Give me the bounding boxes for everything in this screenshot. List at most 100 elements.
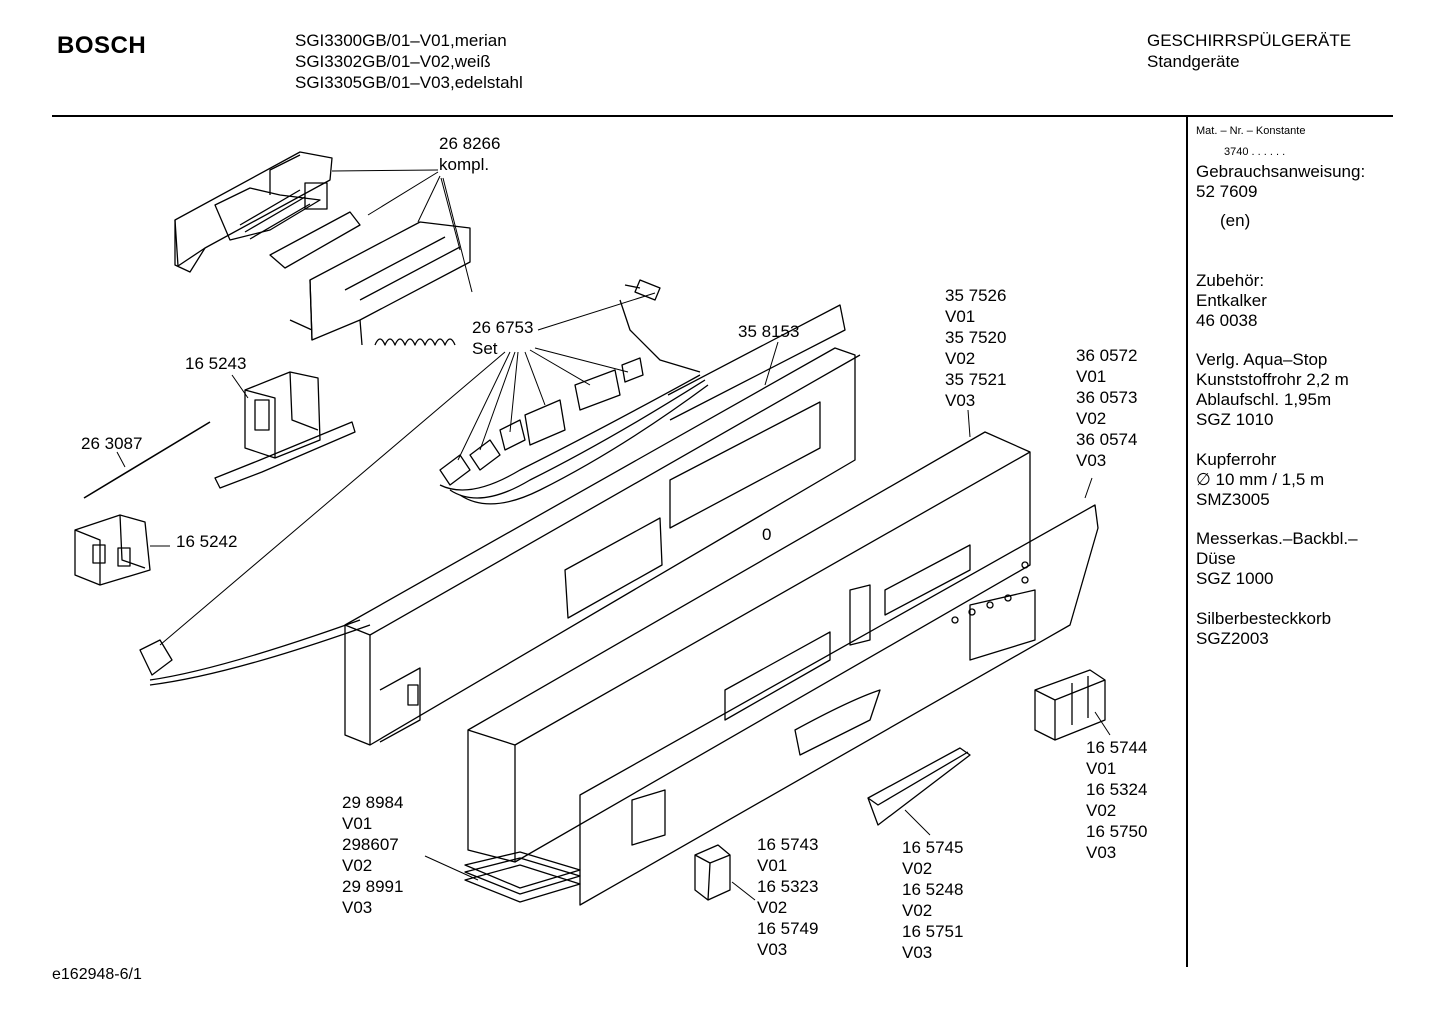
fascia-panel-drawing <box>468 432 1030 862</box>
part-label-266753: 26 6753 Set <box>472 317 533 359</box>
part-label-165242: 16 5242 <box>176 532 238 551</box>
part-line: 36 0572 <box>1076 346 1138 365</box>
part-label-zero: 0 <box>762 525 772 544</box>
front-panel-drawing <box>580 505 1098 905</box>
brand-logo: BOSCH <box>57 32 147 59</box>
part-line: V02 <box>945 349 976 368</box>
frame-drawing <box>345 305 860 745</box>
part-line: V02 <box>1086 801 1117 820</box>
part-number: 26 8266 <box>439 134 501 153</box>
drawing-code: e162948-6/1 <box>52 966 142 983</box>
part-note: kompl. <box>439 155 490 174</box>
accessory-line: SMZ3005 <box>1196 490 1270 509</box>
category-block: GESCHIRRSPÜLGERÄTE Standgeräte <box>1147 30 1351 72</box>
part-line: 35 7520 <box>945 328 1007 347</box>
accessory-group: Verlg. Aqua–Stop Kunststoffrohr 2,2 m Ab… <box>1196 350 1349 430</box>
part-line: 16 5743 <box>757 835 819 854</box>
accessory-line: ∅ 10 mm / 1,5 m <box>1196 470 1325 489</box>
part-line: 36 0573 <box>1076 388 1138 407</box>
part-line: V03 <box>342 898 373 917</box>
part-label-268266: 26 8266 kompl. <box>439 133 500 175</box>
part-line: V03 <box>1076 451 1107 470</box>
part-line: 35 7521 <box>945 370 1007 389</box>
accessory-line: SGZ 1010 <box>1196 410 1274 429</box>
part-number: 26 6753 <box>472 318 534 337</box>
accessory-group: Zubehör: Entkalker 46 0038 <box>1196 271 1267 331</box>
part-line: V01 <box>1086 759 1117 778</box>
part-line: V02 <box>902 859 933 878</box>
part-line: 29 8984 <box>342 793 404 812</box>
part-label-165743: 16 5743 V01 16 5323 V02 16 5749 V03 <box>757 834 818 960</box>
part-line: V02 <box>342 856 373 875</box>
part-line: 16 5745 <box>902 838 964 857</box>
part-label-165745: 16 5745 V02 16 5248 V02 16 5751 V03 <box>902 837 963 963</box>
insulation-pad-drawing <box>465 852 580 902</box>
knob-drawing <box>695 845 730 900</box>
accessory-line: Kunststoffrohr 2,2 m <box>1196 370 1349 389</box>
part-line: V03 <box>945 391 976 410</box>
accessory-line: Ablaufschl. 1,95m <box>1196 390 1332 409</box>
accessory-group: Silberbesteckkorb SGZ2003 <box>1196 609 1331 649</box>
part-label-298984: 29 8984 V01 298607 V02 29 8991 V03 <box>342 792 403 918</box>
part-line: V03 <box>757 940 788 959</box>
accessory-group: Messerkas.–Backbl.– Düse SGZ 1000 <box>1196 529 1358 589</box>
category-subtitle: Standgeräte <box>1147 52 1240 71</box>
part-line: 16 5749 <box>757 919 819 938</box>
manual-language: (en) <box>1220 211 1251 230</box>
trim-strip-drawing <box>868 748 970 825</box>
part-line: V03 <box>1086 843 1117 862</box>
part-line: V01 <box>342 814 373 833</box>
bracket-drawing <box>215 372 355 488</box>
model-line: SGI3305GB/01–V03,edelstahl <box>295 73 523 92</box>
model-list: SGI3300GB/01–V01,merian SGI3302GB/01–V02… <box>295 30 523 93</box>
part-label-165744: 16 5744 V01 16 5324 V02 16 5750 V03 <box>1086 737 1147 863</box>
accessory-line: Zubehör: <box>1196 271 1265 290</box>
accessory-line: Silberbesteckkorb <box>1196 609 1332 628</box>
button-set-drawing <box>1035 670 1105 740</box>
part-label-360572: 36 0572 V01 36 0573 V02 36 0574 V03 <box>1076 345 1137 471</box>
model-line: SGI3300GB/01–V01,merian <box>295 31 507 50</box>
accessory-line: Messerkas.–Backbl.– <box>1196 529 1358 548</box>
part-line: V01 <box>757 856 788 875</box>
part-line: 16 5750 <box>1086 822 1148 841</box>
accessory-group: Kupferrohr ∅ 10 mm / 1,5 m SMZ3005 <box>1196 450 1324 510</box>
mat-nr-label: Mat. – Nr. – Konstante <box>1196 125 1306 137</box>
part-label-165243: 16 5243 <box>185 354 247 373</box>
part-line: V01 <box>945 307 976 326</box>
accessory-line: SGZ2003 <box>1196 629 1269 648</box>
part-line: 16 5744 <box>1086 738 1148 757</box>
accessory-line: Düse <box>1196 549 1236 568</box>
part-line: 36 0574 <box>1076 430 1138 449</box>
part-line: V01 <box>1076 367 1107 386</box>
part-line: V02 <box>1076 409 1107 428</box>
accessory-line: Kupferrohr <box>1196 450 1277 469</box>
manual-number: 52 7609 <box>1196 182 1258 201</box>
part-label-357526: 35 7526 V01 35 7520 V02 35 7521 V03 <box>945 285 1006 411</box>
accessory-line: SGZ 1000 <box>1196 569 1274 588</box>
wiring-harness-drawing <box>140 280 708 685</box>
sidebar-divider <box>1186 117 1188 967</box>
mat-nr-value: 3740 . . . . . . <box>1224 146 1286 158</box>
part-line: V03 <box>902 943 933 962</box>
part-line: 16 5248 <box>902 880 964 899</box>
part-line: 16 5751 <box>902 922 964 941</box>
part-label-263087: 26 3087 <box>81 434 143 453</box>
part-line: 29 8991 <box>342 877 404 896</box>
part-line: 16 5324 <box>1086 780 1148 799</box>
electronic-module-drawing <box>175 152 470 345</box>
part-line: 298607 <box>342 835 399 854</box>
part-line: V02 <box>757 898 788 917</box>
header-divider <box>52 115 1393 117</box>
switch-drawing <box>75 422 210 585</box>
part-line: 35 7526 <box>945 286 1007 305</box>
part-line: V02 <box>902 901 933 920</box>
part-label-358153: 35 8153 <box>738 322 800 341</box>
part-note: Set <box>472 339 498 358</box>
accessory-line: Verlg. Aqua–Stop <box>1196 350 1328 369</box>
accessory-line: 46 0038 <box>1196 311 1258 330</box>
manual-label: Gebrauchsanweisung: <box>1196 162 1366 181</box>
part-line: 16 5323 <box>757 877 819 896</box>
category-title: GESCHIRRSPÜLGERÄTE <box>1147 31 1352 50</box>
accessory-line: Entkalker <box>1196 291 1267 310</box>
